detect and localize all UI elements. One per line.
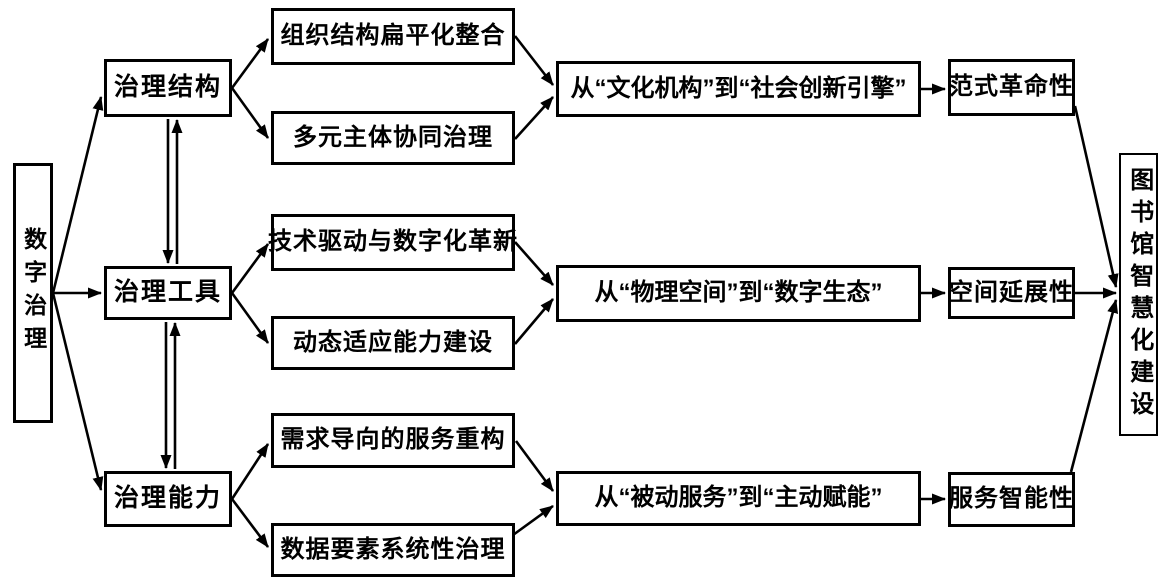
node-service-intelligence: 服务智能性 [948,472,1075,527]
node-digital-governance: 数字治理 [13,163,53,423]
node-tech-driven-digital-innovation: 技术驱动与数字化革新 [268,214,518,271]
arrows-attributes-to-target [1069,105,1119,473]
node-governance-capacity-label: 治理能力 [113,484,222,513]
node-dynamic-adaptive-capacity-label: 动态适应能力建设 [293,328,493,356]
node-governance-structure-label: 治理结构 [113,73,222,102]
node-demand-oriented-service-restructuring: 需求导向的服务重构 [271,413,515,468]
node-governance-capacity: 治理能力 [104,471,232,527]
node-paradigm-revolutionary-label: 范式革命性 [949,73,1074,101]
node-transition-passive-to-proactive-empowerment-label: 从“被动服务”到“主动赋能” [594,484,883,512]
node-multi-actor-collaboration: 多元主体协同治理 [271,111,515,165]
node-tech-driven-digital-innovation-label: 技术驱动与数字化革新 [268,228,518,256]
node-transition-physical-to-digital-ecology-label: 从“物理空间”到“数字生态” [594,279,883,307]
node-spatial-extensibility-label: 空间延展性 [949,278,1074,306]
node-data-element-systematic-governance-label: 数据要素系统性治理 [280,535,506,563]
node-library-smart-construction: 图书馆智慧化建设 [1119,153,1158,436]
node-governance-structure: 治理结构 [104,59,232,117]
node-transition-passive-to-proactive-empowerment: 从“被动服务”到“主动赋能” [556,471,921,526]
node-org-structure-flattening-label: 组织结构扁平化整合 [280,22,506,50]
arrows-bidirectional-dimensions [160,119,183,469]
node-org-structure-flattening: 组织结构扁平化整合 [271,8,515,65]
arrows-transition-to-attribute [921,83,946,505]
node-transition-cultural-to-innovation-engine-label: 从“文化机构”到“社会创新引擎” [570,74,907,102]
arrows-dimension-to-factors [230,38,270,548]
arrows-root-to-dimensions [51,96,104,491]
node-governance-tools: 治理工具 [104,266,232,320]
node-dynamic-adaptive-capacity: 动态适应能力建设 [271,316,515,370]
node-transition-cultural-to-innovation-engine: 从“文化机构”到“社会创新引擎” [556,61,921,117]
node-paradigm-revolutionary: 范式革命性 [948,59,1075,116]
node-digital-governance-label: 数字治理 [20,227,47,359]
node-transition-physical-to-digital-ecology: 从“物理空间”到“数字生态” [556,265,921,322]
node-data-element-systematic-governance: 数据要素系统性治理 [271,523,515,577]
node-demand-oriented-service-restructuring-label: 需求导向的服务重构 [280,426,506,454]
node-governance-tools-label: 治理工具 [113,278,222,307]
node-service-intelligence-label: 服务智能性 [949,485,1074,513]
node-spatial-extensibility: 空间延展性 [948,267,1075,319]
node-library-smart-construction-label: 图书馆智慧化建设 [1125,166,1153,423]
arrows-factors-to-transition [512,35,555,537]
node-multi-actor-collaboration-label: 多元主体协同治理 [293,123,493,151]
